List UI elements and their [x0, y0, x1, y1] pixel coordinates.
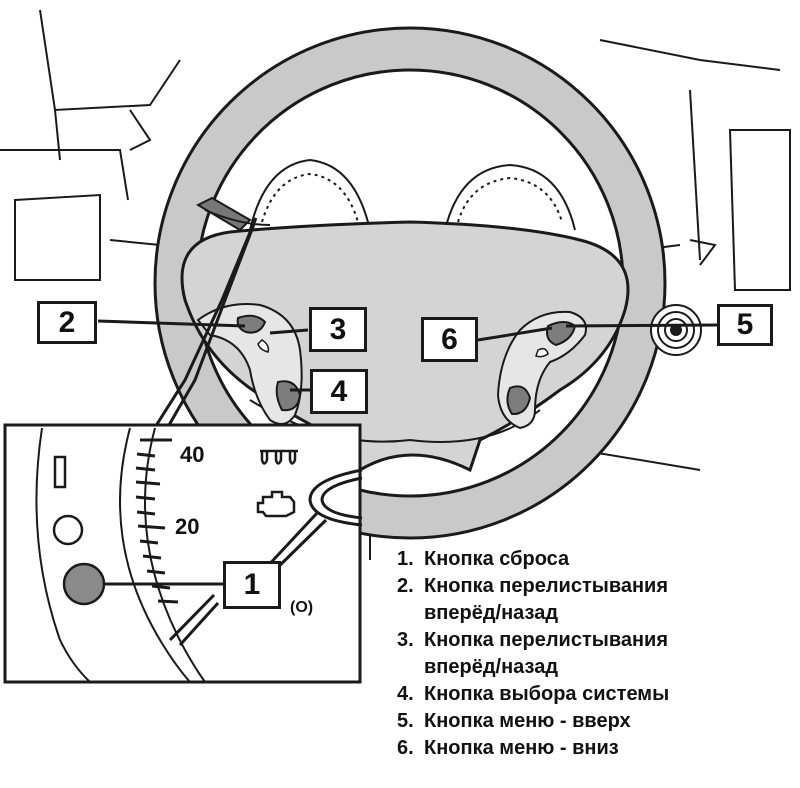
right-upper-button[interactable] [546, 321, 577, 347]
callout-2: 2 [37, 301, 97, 344]
ignition-barrel [650, 304, 702, 356]
stalk-lever [195, 196, 271, 232]
legend-item: 1. Кнопка сброса [397, 546, 797, 573]
legend-item: 4. Кнопка выбора системы [397, 681, 797, 708]
legend-text: Кнопка сброса [424, 548, 570, 570]
indicator-lamp-icon [52, 514, 84, 546]
legend-text: Кнопка перелистывания [424, 629, 669, 651]
gauges-inside-wheel [249, 158, 576, 231]
engine-check-icon [256, 490, 296, 518]
callout-6: 6 [421, 317, 478, 362]
legend-number: 6. [397, 737, 414, 759]
legend-text: вперёд/назад [424, 602, 559, 624]
leader-lines [97, 217, 719, 433]
callout-4: 4 [310, 369, 368, 414]
gauge-ticks [135, 438, 179, 604]
brake-warning-icon: (O) [290, 599, 313, 616]
legend-text: Кнопка перелистывания [424, 575, 669, 597]
gauge-label-40: 40 [180, 442, 204, 467]
legend-item: 2. Кнопка перелистывания [397, 573, 797, 600]
legend-number: 5. [397, 710, 414, 732]
callout-3: 3 [309, 307, 367, 352]
legend-item: вперёд/назад [397, 654, 797, 681]
legend-number: 4. [397, 683, 414, 705]
legend-text: Кнопка меню - вниз [424, 737, 619, 759]
legend-number: 3. [397, 629, 414, 651]
gauge-label-20: 20 [175, 514, 199, 539]
left-mid-button[interactable] [257, 339, 270, 353]
right-mid-button[interactable] [535, 347, 549, 358]
reset-button[interactable] [62, 562, 106, 606]
legend-text: Кнопка выбора системы [424, 683, 670, 705]
callout-5: 5 [717, 304, 773, 346]
legend-text: Кнопка меню - вверх [424, 710, 631, 732]
callout-1: 1 [223, 561, 281, 609]
legend-item: 6. Кнопка меню - вниз [397, 735, 797, 762]
right-lower-button[interactable] [506, 385, 532, 416]
legend-number: 2. [397, 575, 414, 597]
inset-detail: 40 20 (O) [3, 423, 363, 684]
seatbelt-marks-icon [260, 449, 298, 465]
legend-item: 5. Кнопка меню - вверх [397, 708, 797, 735]
legend-number: 1. [397, 548, 414, 570]
left-upper-button[interactable] [236, 314, 267, 334]
legend-item: вперёд/назад [397, 600, 797, 627]
indicator-slot-icon [53, 455, 67, 489]
legend-text: вперёд/назад [424, 656, 559, 678]
legend-item: 3. Кнопка перелистывания [397, 627, 797, 654]
legend-list: 1.Кнопка сброса 2.Кнопка перелистывания … [397, 546, 797, 762]
